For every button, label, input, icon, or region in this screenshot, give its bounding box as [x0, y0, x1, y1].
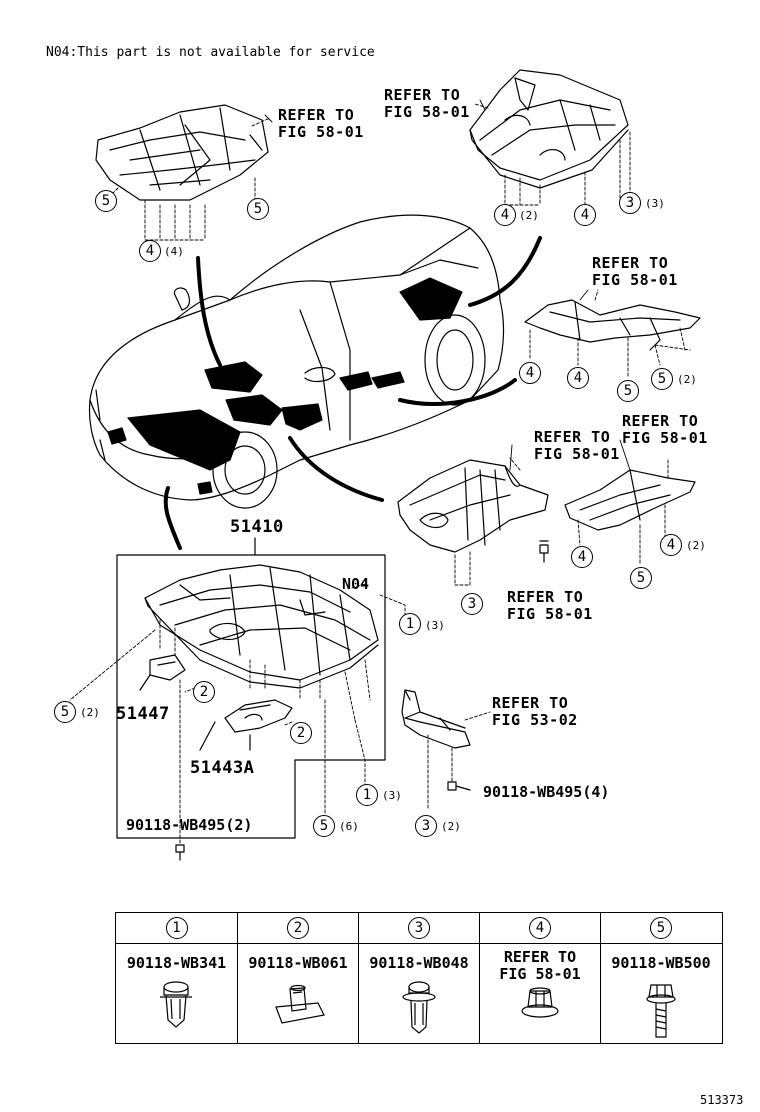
refer-label: FIG 58-01 [534, 445, 620, 463]
refer-label: FIG 58-01 [592, 271, 678, 289]
callout-4: 4 [567, 367, 589, 389]
panel-top-left-leaders [109, 117, 271, 241]
table-callout-1: 1 [165, 917, 188, 939]
bolt-right [447, 781, 471, 791]
callout-qty: (2) [686, 539, 706, 552]
panel-right-mid-leaders [529, 289, 691, 379]
refer-leaders [264, 99, 631, 471]
panel-top-right [469, 69, 629, 189]
part-number-51410: 51410 [230, 517, 284, 537]
table-header-divider [116, 943, 722, 944]
callout-5: 5 [617, 380, 639, 402]
refer-label: FIG 58-01 [622, 429, 708, 447]
refer-label: FIG 53-02 [492, 711, 578, 729]
table-part-code: 90118-WB500 [611, 954, 711, 972]
callout-4: 4 [494, 204, 516, 226]
part-51443a-shape [199, 699, 293, 751]
nut-clip-icon [275, 984, 325, 1024]
panel-main-leaders [69, 583, 406, 816]
panel-top-right-leaders [474, 103, 631, 206]
service-note: N04:This part is not available for servi… [46, 45, 375, 60]
table-col-4: 4 REFER TO FIG 58-01 [480, 913, 601, 1043]
figure-id: 513373 [700, 1093, 744, 1107]
refer-label: REFER TO [384, 86, 461, 104]
table-callout-4: 4 [529, 917, 551, 939]
refer-label: FIG 58-01 [507, 605, 593, 623]
table-part-code: 90118-WB341 [126, 954, 227, 972]
callout-1: 1 [399, 613, 421, 635]
table-col-1: 1 90118-WB341 [116, 913, 238, 1043]
callout-3: 3 [619, 192, 641, 214]
panel-right-mid [524, 299, 701, 351]
table-part-code: REFER TO FIG 58-01 [499, 948, 581, 983]
callout-5: 5 [54, 701, 76, 723]
refer-label: REFER TO [622, 412, 699, 430]
table-part-code: 90118-WB061 [248, 954, 348, 972]
panel-top-left [95, 104, 269, 201]
callout-qty: (6) [339, 820, 359, 833]
callout-qty: (3) [645, 197, 665, 210]
main-box-outline [116, 537, 386, 839]
table-callout-5: 5 [650, 917, 672, 939]
table-col-5: 5 90118-WB500 [601, 913, 721, 1043]
callout-1: 1 [356, 784, 378, 806]
callout-5: 5 [630, 567, 652, 589]
callout-3: 3 [415, 815, 437, 837]
bolt-part-number: 90118-WB495(4) [483, 783, 610, 801]
callout-qty: (2) [80, 706, 100, 719]
callout-4: 4 [571, 546, 593, 568]
push-clip-icon [402, 981, 436, 1034]
panel-right-small [564, 469, 696, 531]
refer-label: FIG 58-01 [384, 103, 470, 121]
fastener-table: 1 90118-WB341 2 90118-WB061 3 90118-WB04… [115, 912, 723, 1044]
refer-label: FIG 58-01 [278, 123, 364, 141]
part-51447-shape [139, 654, 186, 691]
bracket-53-02 [401, 689, 471, 749]
callout-4: 4 [660, 534, 682, 556]
table-callout-3: 3 [408, 917, 430, 939]
callout-qty: (3) [425, 619, 445, 632]
bolt-icon [646, 984, 676, 1038]
refer-label: REFER TO [278, 106, 355, 124]
clip-icon [160, 981, 192, 1028]
callout-3: 3 [461, 593, 483, 615]
callout-4: 4 [574, 204, 596, 226]
callout-qty: (4) [164, 245, 184, 258]
callout-5: 5 [651, 368, 673, 390]
callout-5: 5 [95, 190, 117, 212]
flange-nut-icon [521, 987, 559, 1018]
leader-arcs [163, 236, 542, 550]
table-callout-2: 2 [287, 917, 309, 939]
refer-label: REFER TO [492, 694, 569, 712]
part-number-51443a: 51443A [190, 758, 255, 778]
bracket-leaders [427, 711, 491, 809]
callout-2: 2 [193, 681, 215, 703]
refer-label: REFER TO [592, 254, 669, 272]
bolt-left [175, 844, 185, 861]
panel-center-right-leaders [454, 457, 521, 586]
callout-qty: (3) [382, 789, 402, 802]
part-number-51447: 51447 [116, 704, 170, 724]
callout-qty: (2) [519, 209, 539, 222]
callout-qty: (2) [677, 373, 697, 386]
callout-5: 5 [247, 198, 269, 220]
table-col-2: 2 90118-WB061 [238, 913, 359, 1043]
refer-label: REFER TO [534, 428, 611, 446]
bolt-center [539, 540, 549, 563]
callout-2: 2 [290, 722, 312, 744]
refer-label: REFER TO [507, 588, 584, 606]
table-part-code: 90118-WB048 [369, 954, 469, 972]
bolt-part-number: 90118-WB495(2) [126, 816, 253, 834]
table-col-3: 3 90118-WB048 [359, 913, 480, 1043]
callout-4: 4 [139, 240, 161, 262]
callout-qty: (2) [441, 820, 461, 833]
car-undercover-patches [107, 277, 463, 495]
n04-label: N04 [342, 575, 370, 593]
callout-5: 5 [313, 815, 335, 837]
callout-4: 4 [519, 362, 541, 384]
panel-center-right [397, 459, 549, 553]
